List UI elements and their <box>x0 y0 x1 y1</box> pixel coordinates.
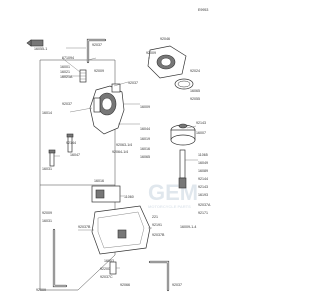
part-label: 16031 <box>42 219 52 223</box>
part-label: 92064-1/4 <box>112 150 128 154</box>
jet-needle <box>178 149 187 189</box>
part-label: 16089 <box>198 169 208 173</box>
hose-clamp <box>174 78 194 90</box>
part-label: 92037 <box>128 81 138 85</box>
idle-screw <box>66 133 74 153</box>
part-label: 92143 <box>196 121 206 125</box>
part-label: 92037C <box>100 275 113 279</box>
part-label: 92037 <box>172 283 182 287</box>
part-label: 92009 <box>94 69 104 73</box>
part-label: 16009-1-4 <box>180 225 196 229</box>
vent-hose <box>148 260 170 292</box>
part-label: 92009 <box>42 211 52 215</box>
part-label: 92063-1/4 <box>116 143 132 147</box>
part-label: 16016 <box>140 147 150 151</box>
part-label: 92200 <box>100 267 110 271</box>
part-label: 671094 <box>62 56 74 60</box>
figure-code: E9953 <box>198 8 208 12</box>
parts-diagram: GEM MOTORCYCLE PARTS E9953 <box>26 8 211 292</box>
watermark-subtext: MOTORCYCLE PARTS <box>148 204 191 209</box>
part-label: 11065 <box>198 153 208 157</box>
part-label: 16065 <box>190 89 200 93</box>
part-label: 16021A <box>60 75 73 79</box>
part-label: 92037 <box>92 43 102 47</box>
part-label: 92144 <box>198 177 208 181</box>
float <box>91 185 121 203</box>
part-label: 221 <box>152 215 158 219</box>
part-label: 92037A <box>198 203 211 207</box>
overflow-hose <box>52 228 68 288</box>
part-label: 16007 <box>196 131 206 135</box>
reference-icon <box>26 39 44 47</box>
watermark: GEM MOTORCYCLE PARTS <box>148 180 198 209</box>
part-label: 16003 <box>104 259 114 263</box>
part-label: 16016 <box>94 179 104 183</box>
drain-screw <box>109 261 117 275</box>
intake-boot <box>147 45 187 79</box>
part-label: 16014 <box>42 111 52 115</box>
carburetor-body <box>89 83 125 135</box>
part-label: 92171 <box>198 211 208 215</box>
part-label: 92009 <box>36 288 46 292</box>
part-label: 11060 <box>124 195 134 199</box>
part-label: 92046 <box>160 37 170 41</box>
part-label: 16001 <box>60 65 70 69</box>
part-label: 16009 <box>140 105 150 109</box>
part-label: 16065 <box>140 155 150 159</box>
part-label: 16055-1 <box>34 47 47 51</box>
part-label: 92191 <box>152 223 162 227</box>
part-label: 16031 <box>42 167 52 171</box>
part-label: 92037 <box>62 102 72 106</box>
throttle-cable-tube <box>86 38 107 64</box>
part-label: 16193 <box>198 193 208 197</box>
throttle-valve-spring <box>79 69 87 83</box>
float-bowl <box>91 205 151 255</box>
part-label: 92055 <box>190 97 200 101</box>
part-label: 16021 <box>60 70 70 74</box>
part-label: 16044 <box>140 127 150 131</box>
leader-lines <box>54 47 198 269</box>
part-labels: 16055-1 671094 92037 16001 16021 16021A … <box>34 37 211 292</box>
part-label: 92037B <box>78 225 91 229</box>
part-label: 92143 <box>198 185 208 189</box>
part-label: 16019 <box>140 137 150 141</box>
diagram-svg: GEM MOTORCYCLE PARTS E9953 <box>26 8 211 292</box>
part-label: 92066 <box>120 283 130 287</box>
part-label: 92037B <box>152 233 165 237</box>
part-label: 92024 <box>190 69 200 73</box>
part-label: 16049 <box>198 161 208 165</box>
pilot-screw <box>48 149 56 167</box>
watermark-logo: GEM <box>148 180 198 205</box>
part-label: 92009 <box>146 51 156 55</box>
part-label: 16047 <box>70 153 80 157</box>
part-label: 92144 <box>66 141 76 145</box>
